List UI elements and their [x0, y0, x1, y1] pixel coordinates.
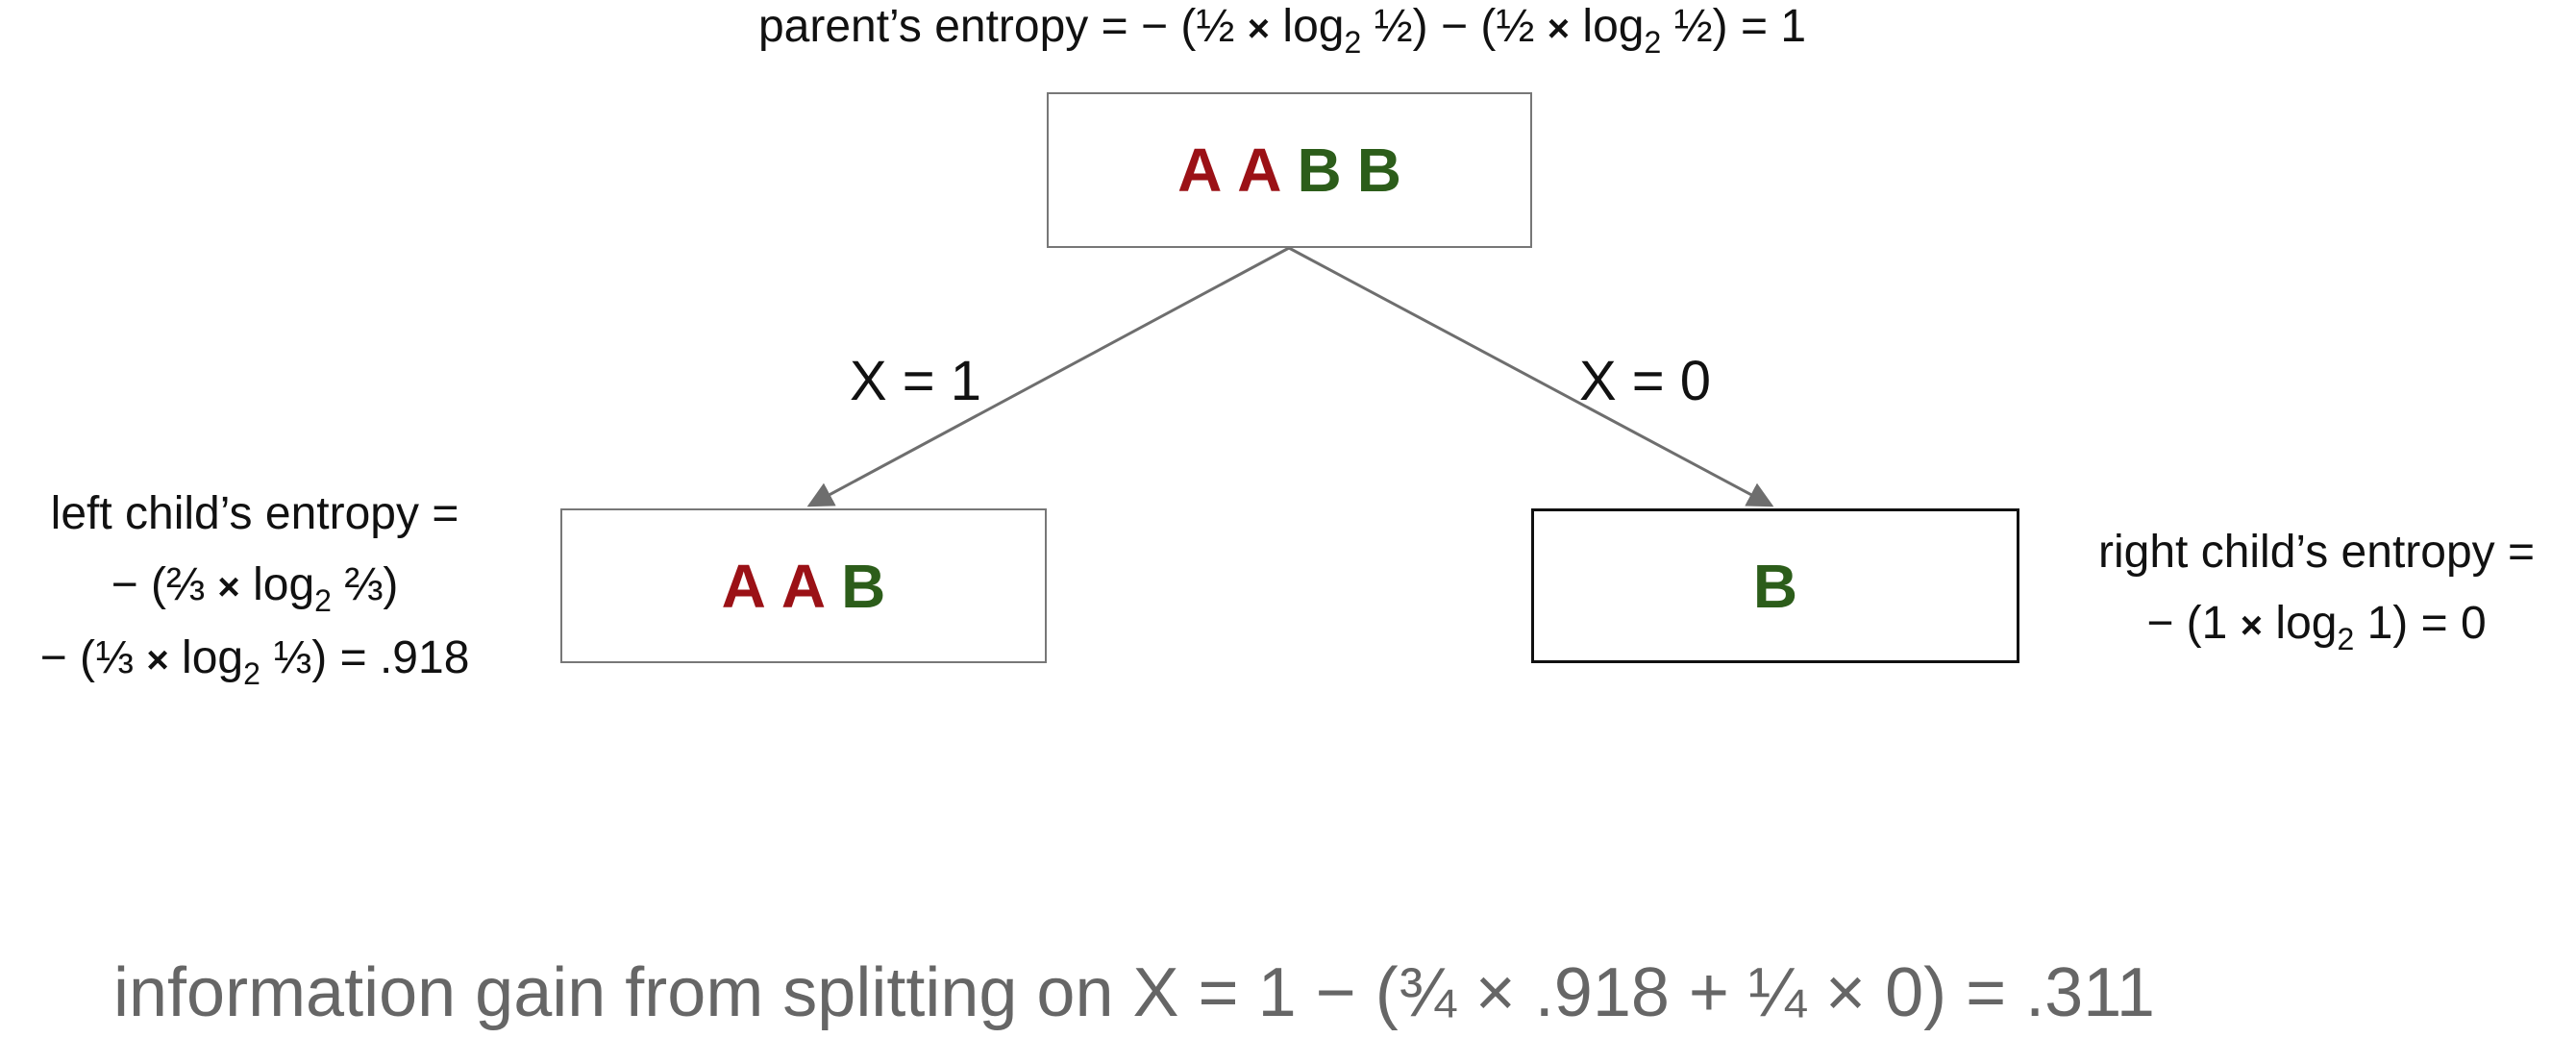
parent-caption-prefix: parent’s entropy = − (½: [757, 1, 1235, 52]
left-caption-line-2-log: log: [253, 559, 315, 610]
left-caption-line-2-base: 2: [314, 583, 332, 618]
parent-token-b-1: B: [1297, 136, 1342, 205]
parent-caption-base-2: 2: [1644, 25, 1662, 60]
left-caption-line-3-times: ×: [146, 639, 169, 681]
left-child-entropy-caption: left child’s entropy = − (⅔ × log2 ⅔) − …: [0, 479, 509, 696]
parent-caption-times-1: ×: [1247, 8, 1271, 50]
left-child-node: A A B: [560, 508, 1047, 663]
left-caption-line-1: left child’s entropy =: [50, 488, 459, 539]
parent-token-a-1: A: [1177, 136, 1223, 205]
right-caption-line-2-suffix: 1) = 0: [2366, 598, 2487, 649]
left-caption-line-2-prefix: − (⅔: [111, 559, 206, 610]
edge-label-right: X = 0: [1579, 350, 1712, 412]
parent-token-b-2: B: [1356, 136, 1401, 205]
left-token-a-2: A: [780, 551, 827, 621]
left-caption-line-2: − (⅔ × log2 ⅔): [0, 550, 509, 623]
right-child-entropy-caption: right child’s entropy = − (1 × log2 1) =…: [2057, 517, 2576, 661]
edge-left: [806, 246, 1290, 507]
parent-node: A A B B: [1047, 92, 1532, 248]
left-token-b-1: B: [841, 551, 886, 621]
right-caption-line-2-prefix: − (1: [2146, 598, 2228, 649]
right-caption-line-2-log: log: [2275, 598, 2338, 649]
left-caption-line-3-suffix: ⅓) = .918: [273, 632, 470, 683]
right-caption-line-2-times: ×: [2240, 605, 2264, 647]
left-caption-line-2-suffix: ⅔): [344, 559, 399, 610]
right-caption-line-2-base: 2: [2337, 622, 2355, 656]
parent-caption-base-1: 2: [1344, 25, 1362, 60]
parent-entropy-caption: parent’s entropy = − (½ × log2 ½) − (½ ×…: [0, 0, 2570, 63]
information-gain-footer: information gain from splitting on X = 1…: [113, 954, 2155, 1031]
right-caption-line-2: − (1 × log2 1) = 0: [2057, 588, 2576, 661]
left-token-a-1: A: [721, 551, 766, 621]
left-caption-line-2-times: ×: [217, 566, 240, 608]
parent-caption-suffix: ½) = 1: [1673, 1, 1807, 52]
parent-caption-log-1: log: [1282, 1, 1345, 52]
left-caption-line-3-base: 2: [243, 656, 260, 691]
parent-caption-times-2: ×: [1547, 8, 1571, 50]
parent-caption-mid: ½) − (½: [1374, 1, 1535, 52]
edge-label-left: X = 1: [850, 350, 982, 412]
right-child-node: B: [1531, 508, 2019, 663]
edge-right: [1288, 246, 1774, 507]
parent-caption-log-2: log: [1582, 1, 1645, 52]
left-caption-line-3-prefix: − (⅓: [39, 632, 134, 683]
right-caption-line-1: right child’s entropy =: [2097, 527, 2536, 578]
left-caption-line-3-log: log: [182, 632, 244, 683]
parent-token-a-2: A: [1237, 136, 1282, 205]
right-token-b-1: B: [1752, 551, 1798, 621]
left-caption-line-3: − (⅓ × log2 ⅓) = .918: [0, 623, 509, 696]
